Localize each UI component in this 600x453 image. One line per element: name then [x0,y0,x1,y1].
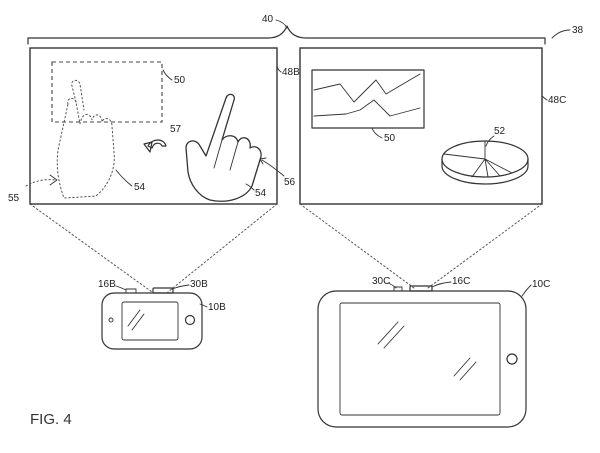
pie-chart-rim [441,158,529,185]
leader-tablet [521,284,532,297]
label-hand-pointing: 54 [255,188,267,199]
label-display-right: 48C [548,95,566,106]
leader-system-alt [551,29,571,39]
label-phone-camera: 30B [190,279,208,290]
motion-arrowhead [49,174,58,186]
leader-tablet-camera [387,282,397,289]
projection-lines-right [299,203,543,289]
tablet-camera [409,285,433,292]
label-tablet-camera: 30C [372,276,390,287]
ghost-hand [56,97,115,199]
projection-lines-left [29,203,278,293]
label-region-right: 50 [384,133,396,144]
label-arrow-in: 56 [284,177,296,188]
pie-chart-slices [443,140,513,178]
label-pie-chart: 52 [494,126,506,137]
phone-camera [152,287,174,294]
line-chart-series-a [313,73,421,103]
leader-phone-port [115,285,127,291]
label-system-alt: 38 [572,25,584,36]
gesture-arrowhead [143,141,153,153]
label-gesture: 57 [170,124,182,135]
leader-hand-pointing [245,183,255,191]
phone-speaker [108,317,114,323]
label-hand-moving: 54 [134,182,146,193]
group-bracket [27,25,546,45]
arrow-in [261,159,285,177]
label-motion-path: 55 [8,193,20,204]
leader-system [275,19,288,29]
pointing-hand-crease [213,139,239,171]
figure-caption: FIG. 4 [30,411,72,428]
pointing-hand [185,93,262,202]
tablet-home-button [506,353,518,365]
phone-screen-glare [127,309,145,331]
label-phone-port: 16B [98,279,116,290]
tablet-screen [339,302,501,416]
phone-body [101,292,203,350]
leader-region-right [371,127,383,139]
label-phone: 10B [208,302,226,313]
leader-region-left [162,69,173,81]
selection-region [51,61,163,123]
label-display-left: 48B [282,67,300,78]
label-region-left: 50 [174,75,186,86]
tablet-screen-glare-a [377,321,405,349]
leader-tablet-port [431,281,452,288]
ghost-hand-index [71,79,85,111]
phone-screen [121,301,179,341]
leader-pie-chart [485,135,495,147]
phone-home-button [184,314,196,326]
label-tablet-port: 16C [452,276,470,287]
leader-display-left [276,65,282,73]
gesture-arrow [147,139,167,149]
line-chart-box [311,69,425,129]
label-system: 40 [262,14,274,25]
tablet-body [317,290,527,428]
tablet-screen-glare-b [453,357,477,381]
label-tablet: 10C [532,279,550,290]
leader-display-right [541,95,548,101]
display-right [299,47,543,205]
leader-hand-moving [115,169,133,187]
line-chart-series-b [313,99,421,117]
motion-path [25,179,57,187]
arrow-in-head [259,157,267,165]
tablet-port [393,286,403,292]
leader-phone-camera [171,284,190,290]
phone-port [125,288,137,294]
leader-phone [199,303,208,308]
